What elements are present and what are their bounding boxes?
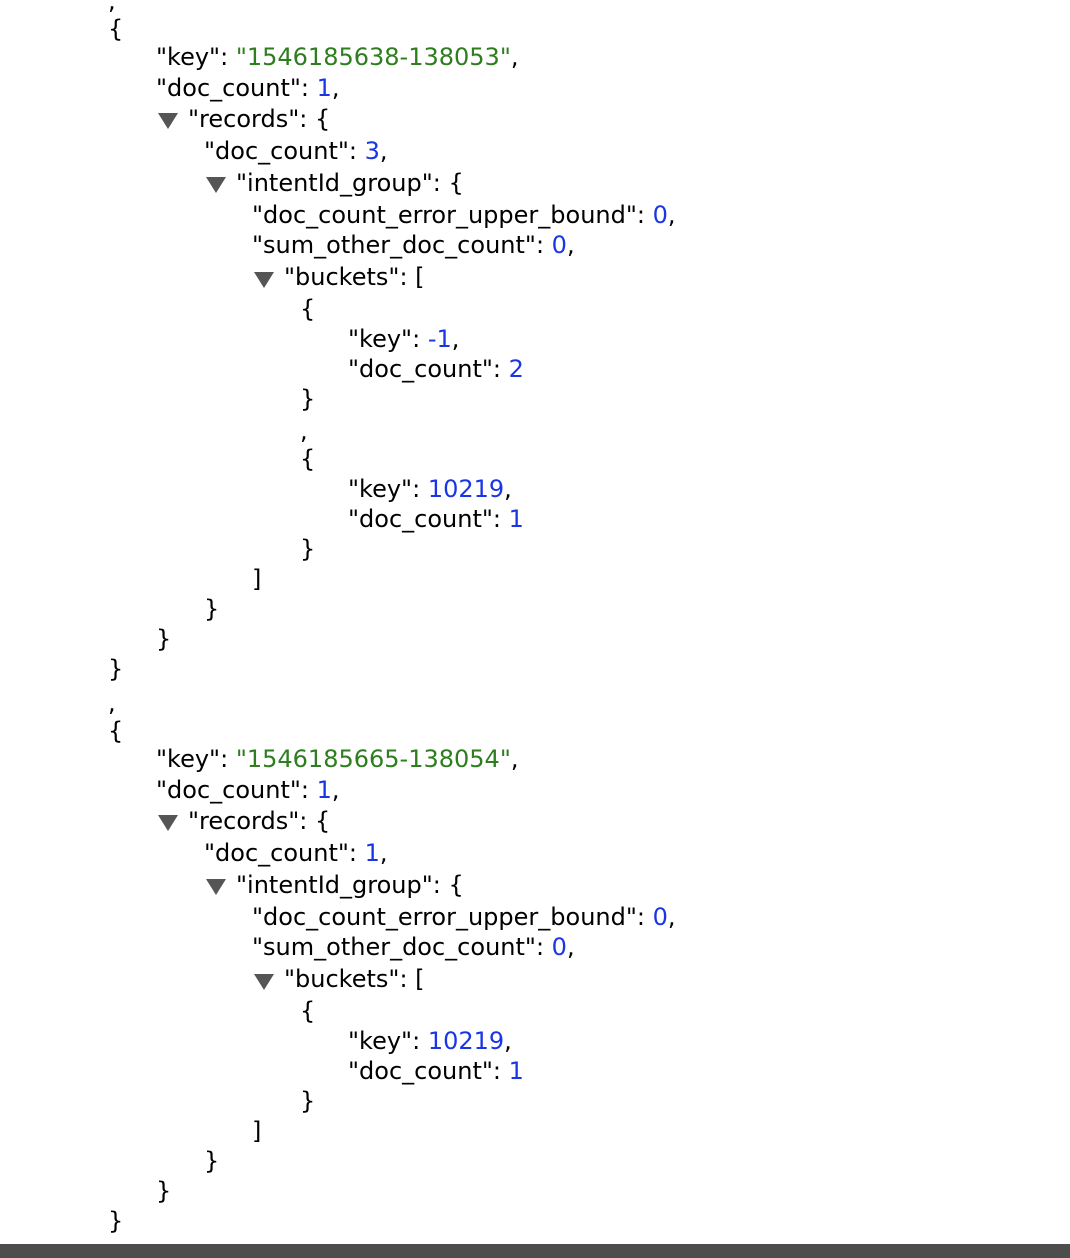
bucket-doc-count-value: 1 (508, 505, 524, 533)
doc-count-value: 1 (316, 776, 332, 804)
intentid-group-line: "intentId_group": { (236, 169, 464, 197)
records-close-brace: } (156, 625, 172, 653)
doc-count-line: "doc_count": 1, (156, 776, 340, 804)
records-line: "records": { (188, 105, 331, 133)
key-line: "key": "1546185665-138054", (156, 745, 519, 773)
records-line: "records": { (188, 807, 331, 835)
collapse-toggle-icon[interactable] (158, 815, 178, 831)
separator-comma: , (300, 417, 308, 445)
bucket-close-brace: } (300, 1087, 316, 1115)
sum-other-value: 0 (551, 933, 567, 961)
sum-other-line: "sum_other_doc_count": 0, (252, 231, 575, 259)
doc-count-value: 1 (316, 74, 332, 102)
key-value: "1546185665-138054" (235, 745, 511, 773)
sum-other-line: "sum_other_doc_count": 0, (252, 933, 575, 961)
collapse-toggle-icon[interactable] (254, 974, 274, 990)
buckets-close-bracket: ] (252, 565, 262, 593)
records-doc-count-value: 1 (364, 839, 380, 867)
doc-count-line: "doc_count": 1, (156, 74, 340, 102)
bucket-open-brace: { (300, 445, 316, 473)
error-bound-line: "doc_count_error_upper_bound": 0, (252, 903, 676, 931)
error-bound-value: 0 (652, 201, 668, 229)
separator-comma: , (108, 0, 116, 15)
error-bound-value: 0 (652, 903, 668, 931)
records-doc-count-value: 3 (364, 137, 380, 165)
bucket-open-brace: { (300, 997, 316, 1025)
collapse-toggle-icon[interactable] (206, 879, 226, 895)
bucket-doc-count-line: "doc_count": 1 (348, 505, 524, 533)
intentid-group-close-brace: } (204, 595, 220, 623)
bucket-key-line: "key": 10219, (348, 1027, 512, 1055)
bucket-doc-count-line: "doc_count": 1 (348, 1057, 524, 1085)
bucket-key-line: "key": 10219, (348, 475, 512, 503)
key-line: "key": "1546185638-138053", (156, 43, 519, 71)
bucket-key-line: "key": -1, (348, 325, 460, 353)
key-value: "1546185638-138053" (235, 43, 511, 71)
bucket-key-value: 10219 (427, 475, 505, 503)
bucket-open-brace: { (300, 295, 316, 323)
object-close-brace: } (108, 655, 124, 683)
records-doc-count-line: "doc_count": 1, (204, 839, 388, 867)
buckets-line: "buckets": [ (284, 263, 425, 291)
bucket-doc-count-value: 2 (508, 355, 524, 383)
collapse-toggle-icon[interactable] (254, 272, 274, 288)
records-doc-count-line: "doc_count": 3, (204, 137, 388, 165)
buckets-close-bracket: ] (252, 1117, 262, 1145)
intentid-group-line: "intentId_group": { (236, 871, 464, 899)
bucket-doc-count-line: "doc_count": 2 (348, 355, 524, 383)
intentid-group-close-brace: } (204, 1147, 220, 1175)
bucket-close-brace: } (300, 385, 316, 413)
buckets-line: "buckets": [ (284, 965, 425, 993)
bucket-key-value: -1 (427, 325, 452, 353)
bucket-close-brace: } (300, 535, 316, 563)
bottom-bar (0, 1244, 1070, 1258)
error-bound-line: "doc_count_error_upper_bound": 0, (252, 201, 676, 229)
object-open-brace: { (108, 15, 124, 43)
separator-comma: , (108, 689, 116, 717)
collapse-toggle-icon[interactable] (206, 177, 226, 193)
object-close-brace: } (108, 1207, 124, 1235)
bucket-key-value: 10219 (427, 1027, 505, 1055)
bucket-doc-count-value: 1 (508, 1057, 524, 1085)
object-open-brace: { (108, 717, 124, 745)
collapse-toggle-icon[interactable] (158, 113, 178, 129)
sum-other-value: 0 (551, 231, 567, 259)
records-close-brace: } (156, 1177, 172, 1205)
